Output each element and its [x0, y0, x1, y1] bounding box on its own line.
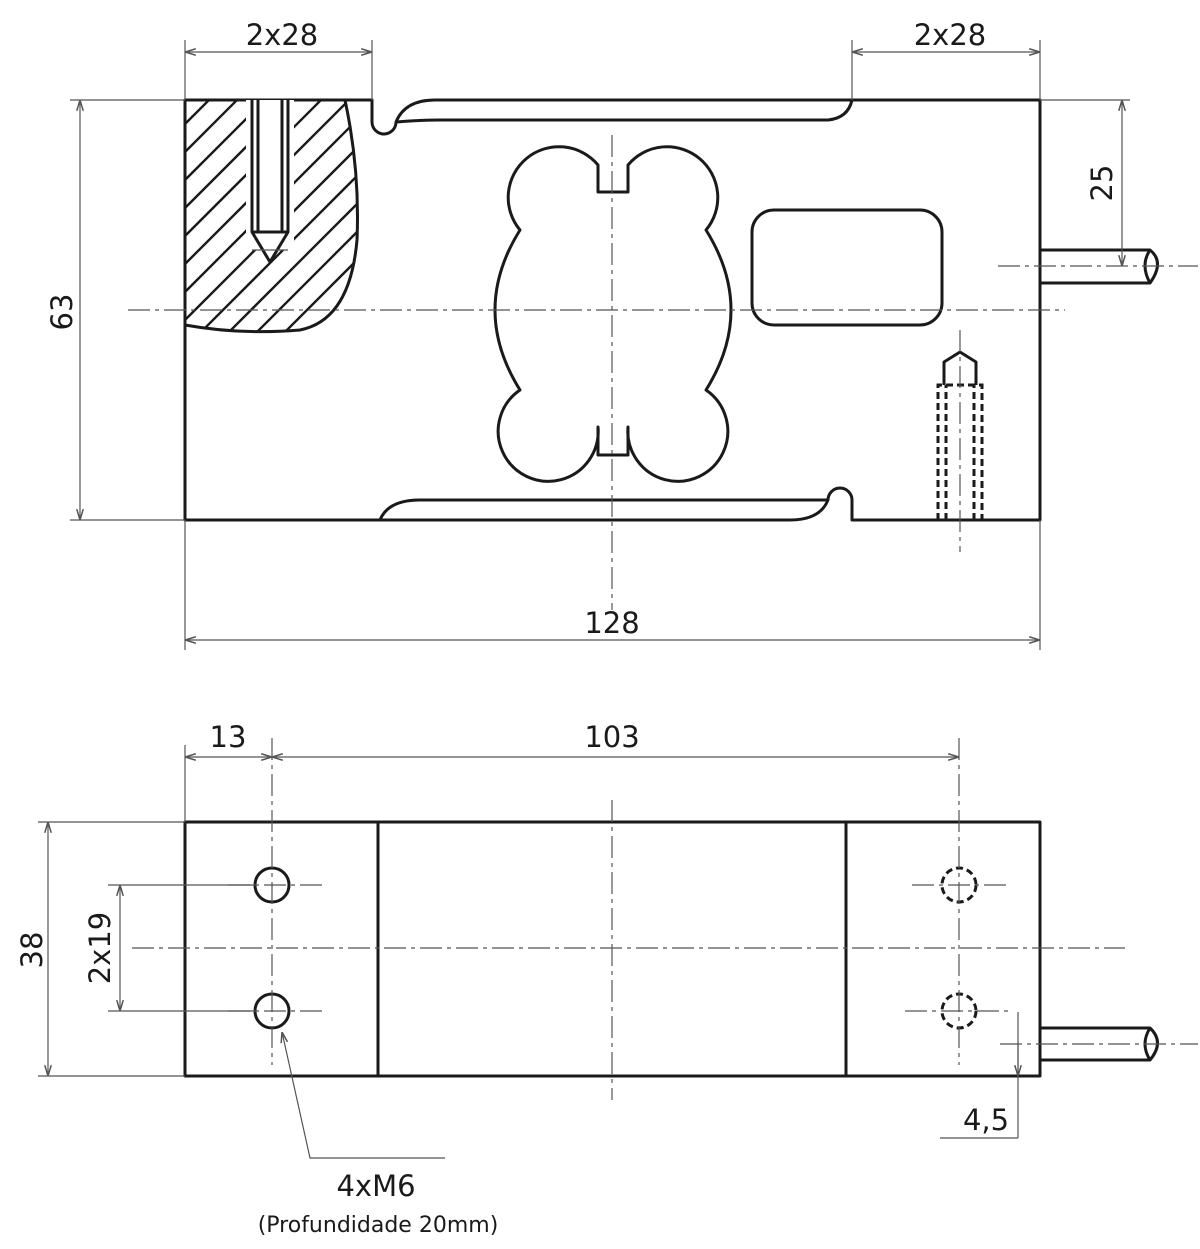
lower-slot — [378, 498, 828, 521]
hatch-line — [557, 90, 807, 340]
hatch-line — [304, 100, 358, 332]
dim-cable-25: 25 — [1085, 165, 1119, 202]
hatch-line — [185, 100, 358, 332]
hatch-line — [248, 100, 358, 332]
section-thread-hole — [250, 100, 290, 264]
hatch-line — [389, 90, 639, 340]
hatch-line — [185, 100, 248, 332]
thread-callout-leader — [282, 1032, 445, 1159]
dim-cable-4-5: 4,5 — [963, 1103, 1009, 1137]
hatch-line — [192, 100, 358, 332]
hatch-line — [185, 100, 192, 332]
dim-span-103: 103 — [584, 720, 639, 754]
dim-pitch-2x19: 2x19 — [83, 912, 117, 985]
section-hatching — [0, 90, 919, 340]
dim-edge-13: 13 — [210, 720, 247, 754]
hatch-line — [585, 90, 835, 340]
upper-slot — [395, 99, 854, 124]
hatch-line — [276, 100, 358, 332]
bottom-view: 13 103 38 2x19 4,5 4xM6 (Profundidade 20… — [15, 720, 1198, 1238]
dim-length-128: 128 — [584, 606, 639, 640]
hatch-line — [641, 90, 891, 340]
hatch-line — [669, 90, 919, 340]
top-view: 2x28 2x28 63 25 128 — [0, 18, 1198, 650]
hatch-line — [361, 90, 611, 340]
dim-right-2x28: 2x28 — [914, 18, 987, 52]
hatch-line — [185, 100, 276, 332]
hatch-line — [613, 90, 863, 340]
dim-height-63: 63 — [45, 294, 79, 331]
dim-width-38: 38 — [15, 932, 49, 969]
thread-callout: 4xM6 — [336, 1169, 415, 1203]
hatch-line — [529, 90, 779, 340]
hatch-line — [220, 100, 358, 332]
thread-depth-note: (Profundidade 20mm) — [258, 1213, 499, 1238]
hatch-line — [445, 90, 695, 340]
dim-left-2x28: 2x28 — [246, 18, 319, 52]
hatch-line — [332, 100, 358, 332]
section-boundary — [184, 99, 359, 334]
hatch-line — [0, 90, 163, 340]
binocular-cutout — [493, 145, 733, 483]
hatch-line — [417, 90, 667, 340]
label-window — [750, 208, 944, 327]
